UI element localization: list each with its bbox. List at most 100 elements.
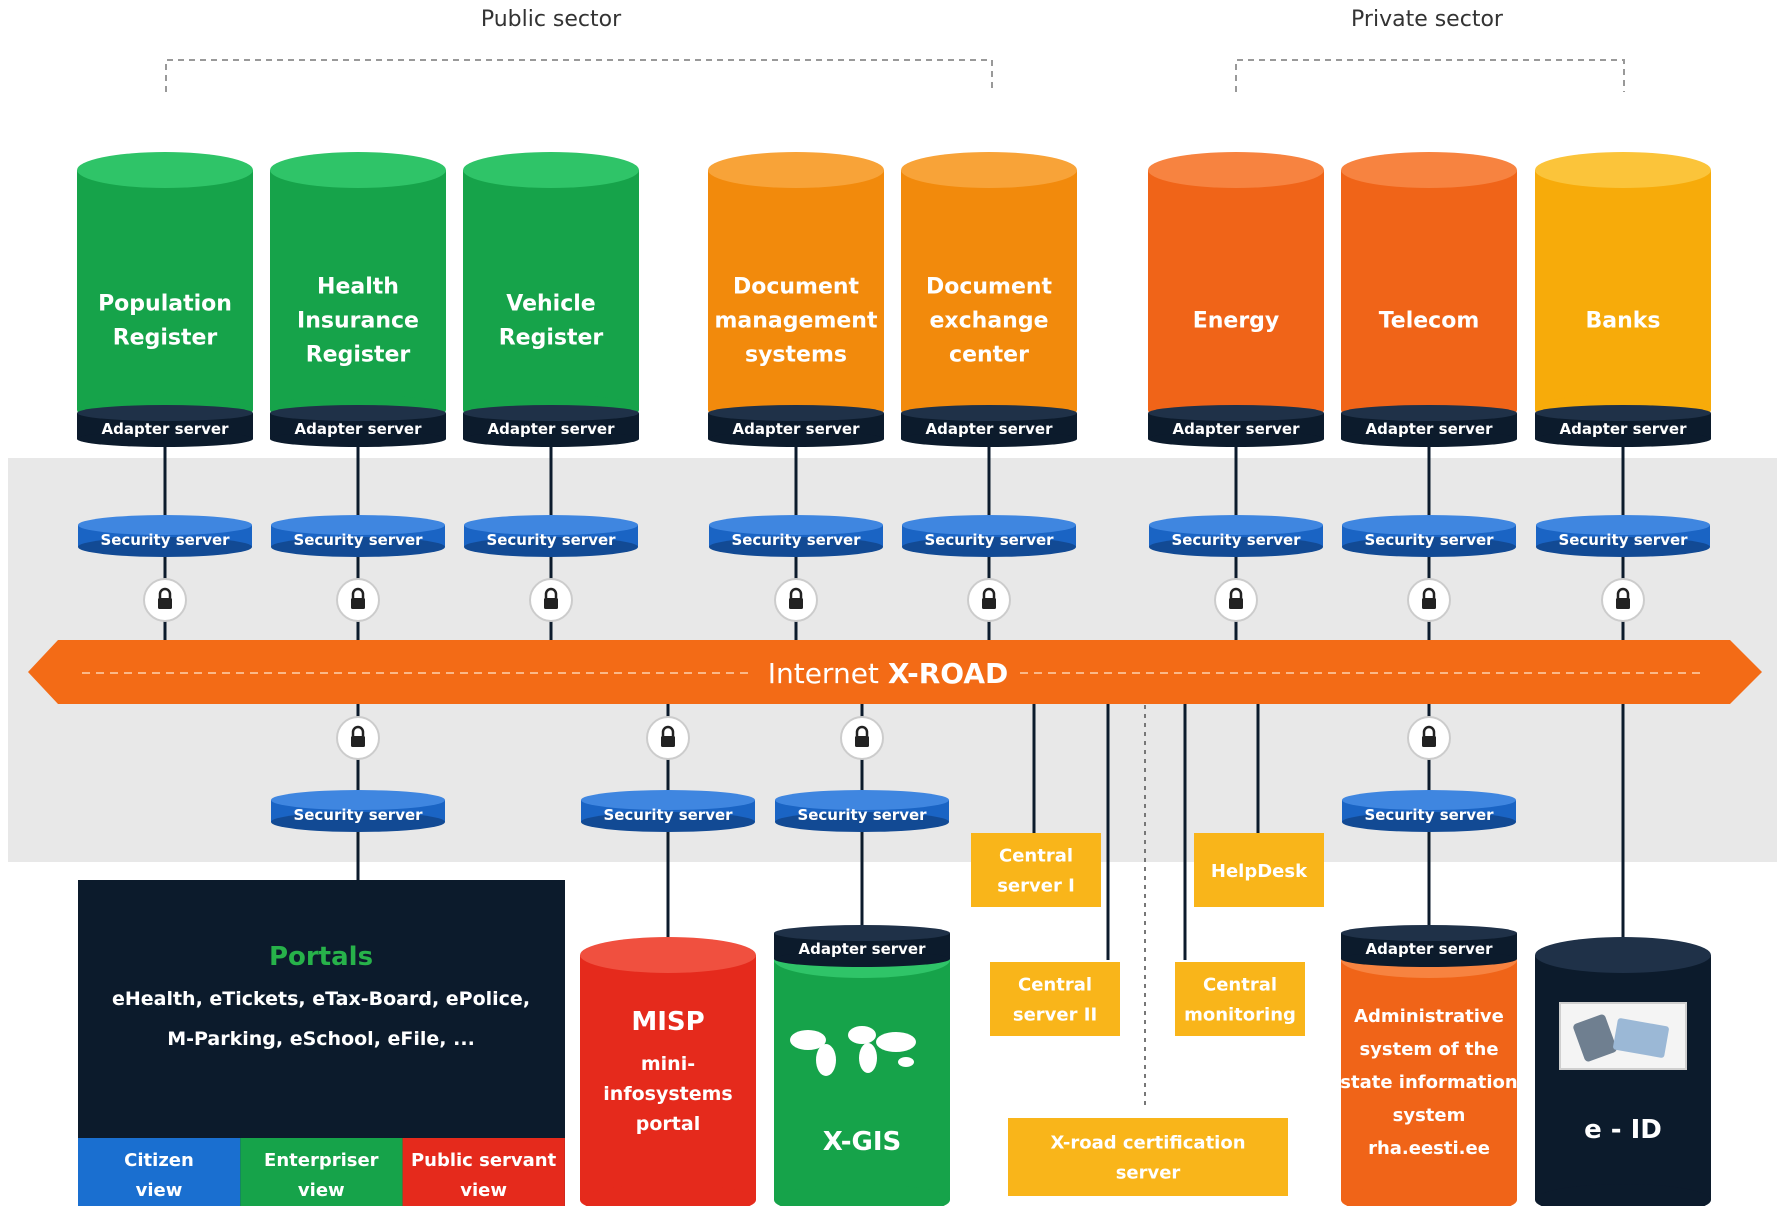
id-card-reader-icon: [1559, 1002, 1687, 1070]
lock-icon: [1407, 716, 1451, 760]
adapter-server: Adapter server: [1341, 925, 1517, 967]
xgis-cylinder-body: [774, 960, 950, 1200]
adapter-server-bottom: [774, 951, 950, 967]
registry-vehicle-body: [463, 170, 639, 410]
security-server-top: [1536, 515, 1710, 535]
registry-population-top: [77, 152, 253, 188]
security-server-label: Security server: [731, 531, 861, 549]
misp-cylinder-body: [580, 955, 756, 1200]
adapter-server: Adapter server: [270, 405, 446, 447]
adapter-server-label: Adapter server: [732, 420, 860, 438]
public-sector-bracket: [165, 59, 993, 92]
xgis-title: X-GIS: [823, 1127, 901, 1157]
adapter-server: Adapter server: [901, 405, 1077, 447]
security-server-top: [1342, 790, 1516, 810]
registry-label-line-1: management: [715, 309, 878, 334]
lock-icon: [840, 716, 884, 760]
adapter-server: Adapter server: [1341, 405, 1517, 447]
continent-shape: [816, 1044, 836, 1076]
adapter-server-top: [463, 405, 639, 421]
central-server-1-line-1: server I: [997, 875, 1075, 896]
lock-icon-shackle: [789, 587, 803, 598]
misp-title: MISP: [631, 1007, 704, 1037]
public-sector-label: Public sector: [481, 7, 622, 32]
security-server-label: Security server: [293, 531, 423, 549]
portal-view-tab-label: Citizen: [124, 1150, 194, 1171]
central-server-2-line-0: Central: [1018, 974, 1092, 995]
security-server-bottom: [581, 812, 755, 832]
lock-icon-body: [1616, 598, 1630, 609]
central-server-2-line-1: server II: [1013, 1004, 1097, 1025]
registry-banks-body: [1535, 170, 1711, 410]
lock-icon-body: [158, 598, 172, 609]
xroad-certification-server-line-1: server: [1116, 1162, 1181, 1183]
card-reader-device: [1573, 1014, 1617, 1062]
misp-subtitle-line: infosystems: [603, 1083, 732, 1105]
adapter-server: Adapter server: [708, 405, 884, 447]
lock-icon-shackle: [158, 587, 172, 598]
lock-icon: [967, 578, 1011, 622]
security-server-label: Security server: [1171, 531, 1301, 549]
adapter-server-top: [708, 405, 884, 421]
portals-list-line-1: eHealth, eTickets, eTax-Board, ePolice,: [112, 988, 530, 1010]
security-server-top: [1149, 515, 1323, 535]
eid-cylinder: e - ID: [1535, 937, 1711, 1206]
portal-view-tab-label: view: [460, 1180, 507, 1201]
portal-view-tab-label: view: [136, 1180, 183, 1201]
portals-list-line-2: M-Parking, eSchool, eFile, ...: [167, 1028, 475, 1050]
lock-icon-shackle: [351, 587, 365, 598]
security-server-top: [464, 515, 638, 535]
adapter-server-top: [1341, 925, 1517, 941]
adapter-server-label: Adapter server: [487, 420, 615, 438]
lock-icon-shackle: [1422, 587, 1436, 598]
portal-view-tab: [78, 1138, 241, 1206]
security-server: Security server: [271, 790, 445, 832]
lock-icon: [646, 716, 690, 760]
adapter-server-bottom: [1341, 951, 1517, 967]
security-server-label: Security server: [486, 531, 616, 549]
security-server: Security server: [1342, 790, 1516, 832]
continent-shape: [898, 1057, 914, 1067]
id-card: [1613, 1018, 1669, 1058]
security-server-top: [271, 790, 445, 810]
registry-label-line-1: exchange: [930, 309, 1049, 334]
registry-label-line-0: Document: [733, 275, 860, 300]
registry-telecom: Telecom: [1341, 152, 1517, 426]
registry-label-line-2: center: [949, 343, 1029, 368]
adapter-server-label: Adapter server: [1365, 940, 1493, 958]
registry-health-top: [270, 152, 446, 188]
eid-cylinder-body: [1535, 955, 1711, 1200]
security-server-bottom: [709, 537, 883, 557]
registry-energy-body: [1148, 170, 1324, 410]
registry-docexchange: Document exchange center: [901, 152, 1077, 426]
portal-view-tab: [402, 1138, 565, 1206]
misp-subtitle-line: portal: [636, 1113, 700, 1135]
misp-cylinder-base: [580, 1184, 756, 1206]
registry-label-line-0: Health: [317, 275, 399, 300]
xroad-certification-server-box: [1008, 1118, 1288, 1196]
lock-icon-shackle: [982, 587, 996, 598]
adapter-server-label: Adapter server: [1172, 420, 1300, 438]
portal-view-tab-label: Enterpriser: [264, 1150, 379, 1171]
lock-icon: [529, 578, 573, 622]
adapter-server: Adapter server: [1535, 405, 1711, 447]
registry-docmgmt-top: [708, 152, 884, 188]
central-server-2: Central server II: [990, 962, 1120, 1036]
central-monitoring-line-1: monitoring: [1184, 1004, 1296, 1025]
continent-shape: [876, 1032, 916, 1052]
adapter-server: Adapter server: [774, 925, 950, 967]
lock-icon-body: [1422, 598, 1436, 609]
adapter-server-top: [1535, 405, 1711, 421]
security-server: Security server: [1536, 515, 1710, 557]
registry-vehicle-top: [463, 152, 639, 188]
xroad-certification-server-line-0: X-road certification: [1050, 1132, 1245, 1153]
administrative-system-cylinder-body: [1341, 960, 1517, 1200]
security-server: Security server: [1342, 515, 1516, 557]
registry-label-line-0: Document: [926, 275, 1053, 300]
